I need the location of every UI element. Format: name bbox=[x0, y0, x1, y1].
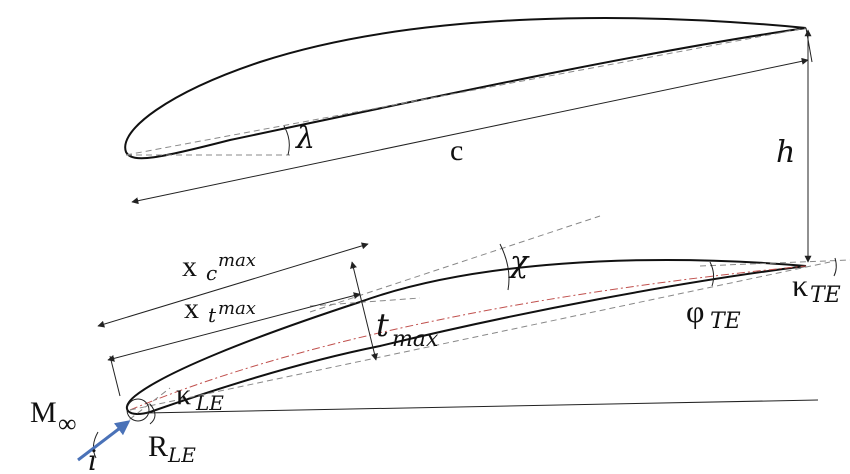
r-le-label: R LE bbox=[148, 430, 196, 467]
svg-text:t: t bbox=[376, 306, 389, 344]
chi-angle-arc bbox=[499, 243, 510, 291]
svg-text:x: x bbox=[184, 292, 199, 325]
svg-text:max: max bbox=[392, 327, 439, 352]
svg-text:φ: φ bbox=[686, 293, 704, 329]
svg-text:t: t bbox=[208, 303, 217, 327]
te-tangent-line bbox=[699, 259, 850, 267]
phi-te-label: φ TE bbox=[686, 293, 741, 334]
lower-blade-outline bbox=[126, 259, 807, 415]
svg-text:max: max bbox=[218, 298, 256, 319]
lower-blade bbox=[89, 215, 850, 459]
kappa-le-arc bbox=[149, 403, 156, 425]
svg-text:κ: κ bbox=[792, 267, 808, 303]
kappa-te-label: κ TE bbox=[792, 267, 841, 308]
le-extension-line bbox=[109, 355, 121, 397]
svg-text:∞: ∞ bbox=[58, 409, 77, 438]
svg-text:TE: TE bbox=[810, 283, 841, 308]
incidence-arc bbox=[92, 431, 99, 459]
inlet-axial-line bbox=[144, 399, 819, 414]
chord-dimension-line bbox=[131, 57, 809, 205]
upper-blade bbox=[124, 17, 807, 160]
inflow-arrow bbox=[77, 420, 131, 462]
incidence-label: i bbox=[88, 444, 97, 474]
x-tmax-dimension-line bbox=[107, 292, 361, 362]
svg-text:R: R bbox=[148, 430, 168, 463]
leading-edge-radius-circle bbox=[126, 398, 150, 422]
x-cmax-label: x c max bbox=[182, 250, 256, 285]
svg-text:M: M bbox=[30, 396, 57, 429]
pitch-label: h bbox=[776, 135, 795, 170]
svg-text:x: x bbox=[182, 250, 197, 283]
upper-blade-outline bbox=[124, 17, 807, 160]
svg-text:κ: κ bbox=[176, 378, 191, 411]
svg-text:max: max bbox=[218, 250, 256, 271]
tmax-dimension-line bbox=[350, 261, 378, 361]
mach-label: M ∞ bbox=[30, 396, 77, 438]
stagger-angle-label: λ bbox=[295, 121, 315, 156]
x-tmax-label: x t max bbox=[184, 292, 256, 327]
kappa-le-label: κ LE bbox=[176, 378, 224, 415]
stagger-angle-arc bbox=[283, 125, 290, 156]
svg-text:LE: LE bbox=[195, 391, 224, 415]
svg-text:TE: TE bbox=[710, 309, 741, 334]
le-flow-line bbox=[89, 387, 171, 451]
chord-extension-line bbox=[805, 27, 813, 63]
phi-te-angle-arc bbox=[709, 261, 715, 287]
chord-label: c bbox=[450, 134, 463, 167]
chi-label: χ bbox=[508, 245, 530, 280]
svg-text:c: c bbox=[206, 261, 217, 285]
kappa-te-arc bbox=[833, 257, 837, 277]
svg-text:LE: LE bbox=[167, 443, 196, 467]
tmax-label: t max bbox=[376, 306, 439, 352]
upper-blade-chord-line bbox=[125, 27, 807, 156]
